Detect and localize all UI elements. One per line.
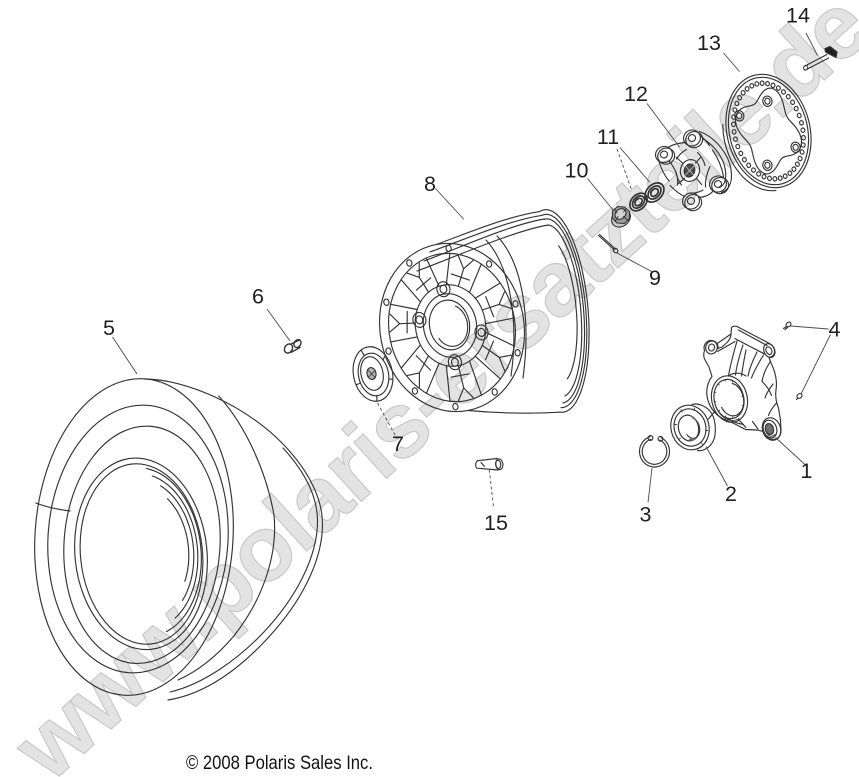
svg-text:4: 4 (829, 318, 841, 342)
svg-text:8: 8 (424, 172, 436, 196)
svg-text:15: 15 (484, 511, 508, 535)
svg-text:6: 6 (252, 285, 264, 309)
svg-text:10: 10 (565, 159, 589, 183)
svg-text:12: 12 (624, 82, 648, 106)
svg-text:5: 5 (103, 316, 115, 340)
svg-text:13: 13 (697, 31, 721, 55)
svg-text:9: 9 (649, 266, 661, 290)
svg-text:1: 1 (801, 459, 813, 483)
svg-text:14: 14 (786, 4, 810, 28)
svg-text:7: 7 (392, 432, 404, 456)
svg-text:11: 11 (597, 125, 619, 149)
svg-text:3: 3 (640, 503, 652, 527)
svg-text:© 2008 Polaris Sales Inc.: © 2008 Polaris Sales Inc. (186, 752, 373, 774)
svg-text:2: 2 (725, 482, 737, 506)
